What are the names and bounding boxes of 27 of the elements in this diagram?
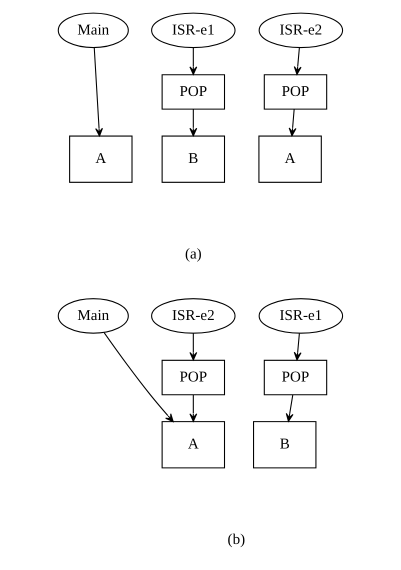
arrow [189, 48, 198, 75]
arrow [104, 332, 174, 422]
arrow [288, 109, 296, 136]
node-box: A [162, 421, 226, 468]
node-box: A [258, 136, 322, 183]
node-box: POP [162, 74, 226, 110]
node-ellipse: ISR-e2 [151, 298, 236, 334]
arrow [286, 394, 294, 422]
arrow [189, 109, 198, 136]
arrow [189, 395, 198, 422]
node-box: B [253, 421, 316, 468]
node-ellipse: ISR-e1 [258, 298, 344, 334]
node-ellipse: Main [58, 12, 129, 48]
node-box: B [162, 136, 226, 183]
node-ellipse: Main [58, 298, 129, 334]
node-box: POP [264, 360, 328, 396]
arrow [189, 334, 198, 361]
label: (a) [184, 246, 202, 262]
label: (b) [228, 532, 246, 548]
node-box: POP [264, 74, 328, 110]
arrow [294, 334, 302, 361]
node-box: A [69, 136, 133, 183]
node-ellipse: ISR-e2 [258, 12, 344, 48]
arrow [94, 48, 103, 137]
arrow [294, 48, 302, 75]
node-box: POP [162, 360, 226, 396]
node-ellipse: ISR-e1 [151, 12, 236, 48]
